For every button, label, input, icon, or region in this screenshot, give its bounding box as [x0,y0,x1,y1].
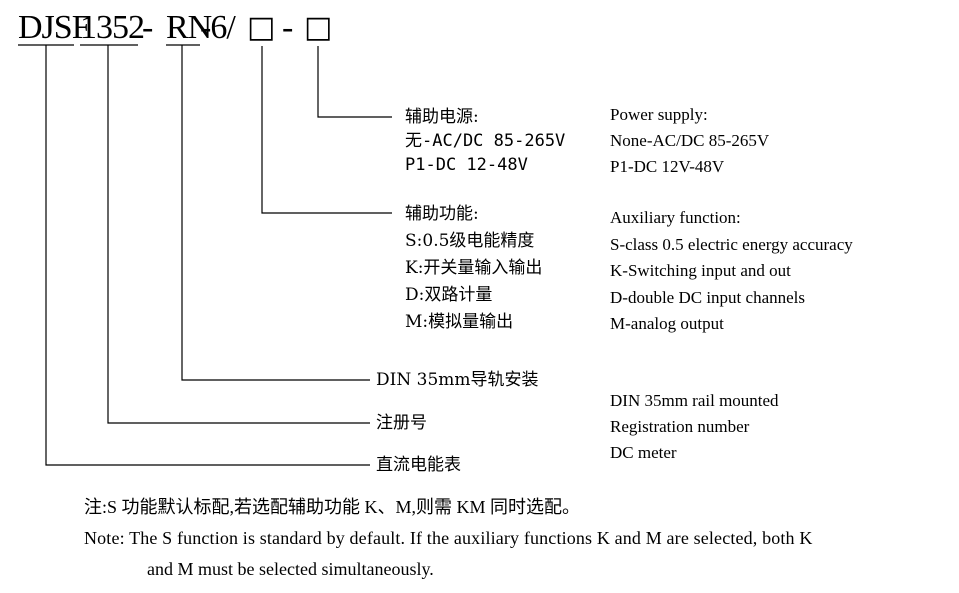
note-en-line-1: Note: The S function is standard by defa… [84,528,813,548]
aux-function-en-line: M-analog output [610,314,724,333]
code-box-1: □ [247,10,275,45]
aux-function-cn: 辅助功能: S:0.5级电能精度 K:开关量输入输出 D:双路计量 M:模拟量输… [405,201,542,336]
line-power-supply [317,46,392,118]
code-prefix: DJSF [18,9,91,46]
power-supply-en-title: Power supply: [610,105,708,124]
line-dc-meter [45,45,370,466]
code-dash-1: - [142,9,153,46]
note-en-line-2: and M must be selected simultaneously. [147,559,434,579]
code-suffix: -6/ [200,9,236,46]
power-supply-cn-line: P1-DC 12-48V [405,155,528,175]
line-aux-function [261,46,392,214]
rail-cn: DIN 35mm导轨安装 [376,370,539,390]
aux-function-en-title: Auxiliary function: [610,208,741,227]
aux-function-cn-line: D:双路计量 [405,285,493,305]
line-registration [107,45,370,424]
code-rn: RN [166,9,212,46]
aux-function-en-line: D-double DC input channels [610,287,805,307]
power-supply-cn-line: 无-AC/DC 85-265V [405,131,566,151]
aux-function-cn-title: 辅助功能: [405,204,479,224]
aux-function-en: Auxiliary function: S-class 0.5 electric… [610,205,853,338]
code-dash-2: - [282,9,293,46]
aux-function-cn-line: M:模拟量输出 [405,312,514,332]
power-supply-en-line: None-AC/DC 85-265V [610,131,770,150]
aux-function-cn-line: K:开关量输入输出 [405,258,543,278]
power-supply-cn: 辅助电源: 无-AC/DC 85-265V P1-DC 12-48V [405,105,565,177]
registration-cn: 注册号 [376,413,427,433]
meter-cn: 直流电能表 [376,455,461,475]
registration-en: Registration number [610,417,750,436]
power-supply-cn-title: 辅助电源: [405,107,479,127]
aux-function-en-line: K-Switching input and out [610,261,791,280]
power-supply-en: Power supply: None-AC/DC 85-265V P1-DC 1… [610,102,769,180]
code-number: 1352 [80,9,145,46]
code-box-2: □ [304,10,332,45]
meter-en: DC meter [610,443,677,462]
power-supply-en-line: P1-DC 12V-48V [610,157,725,176]
rail-en: DIN 35mm rail mounted [610,391,779,410]
bottom-en-group: DIN 35mm rail mounted Registration numbe… [610,388,779,466]
aux-function-cn-line: S:0.5级电能精度 [405,231,535,251]
note-cn: 注:S 功能默认标配,若选配辅助功能 K、M,则需 KM 同时选配。 [84,497,581,517]
aux-function-en-line: S-class 0.5 electric energy accuracy [610,234,853,254]
line-rail [181,45,370,381]
